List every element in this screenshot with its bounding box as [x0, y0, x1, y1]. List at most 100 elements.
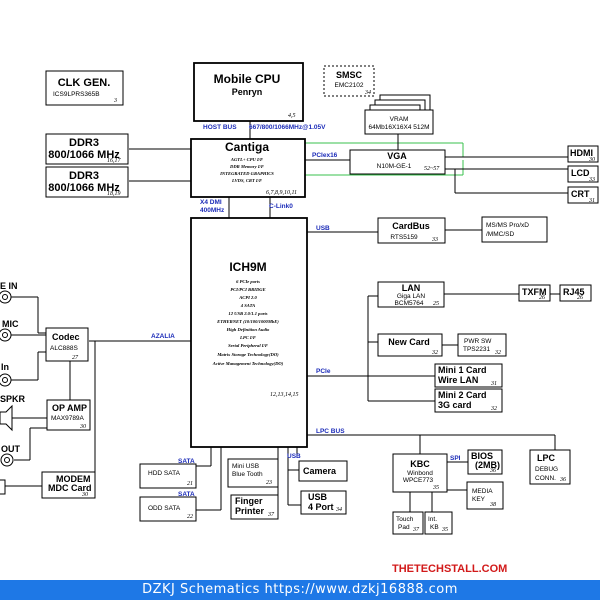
- vram-block: VRAM 64Mb16X16X4 512M: [364, 94, 434, 135]
- vga-page: 52~57: [424, 166, 440, 172]
- mini-card-2: Mini 2 Card 3G card 32: [434, 388, 503, 413]
- lpc-debug-connector: LPC DEBUG CONN. 36: [529, 449, 571, 485]
- finger-line1: Finger: [235, 496, 263, 506]
- hdd-name: HDD SATA: [148, 470, 181, 477]
- codec-name: Codec: [52, 332, 80, 342]
- usb4-page: 34: [335, 506, 342, 513]
- lpcdebug-line2: DEBUG: [535, 466, 558, 473]
- usb4-line1: USB: [308, 492, 328, 502]
- sata-label-1: SATA: [178, 458, 195, 465]
- odd-page: 22: [187, 514, 193, 520]
- cantiga-feature: LVDS, CRT I/F: [231, 178, 262, 183]
- ddr2-speed: 800/1066 MHz: [48, 182, 120, 194]
- pwr-switch: PWR SW TPS2231 32: [457, 333, 507, 357]
- vram-name: VRAM: [390, 116, 409, 123]
- lcd-name: LCD: [571, 168, 590, 178]
- cantiga-feature: AGTL+ CPU I/F: [230, 157, 263, 162]
- jack-line-in-label: E IN: [0, 281, 18, 291]
- cpu-sub: Penryn: [232, 87, 263, 97]
- ddr3-slot-2: DDR3 800/1066 MHz 18,19: [45, 166, 129, 198]
- jack-inner-icon: [2, 294, 8, 300]
- ich-page: 12,13,14,15: [270, 391, 299, 398]
- ddr2-page: 18,19: [107, 191, 121, 197]
- hdmi-port: HDMI 30: [567, 145, 599, 163]
- bios-line1: BIOS: [471, 451, 493, 461]
- opamp-part: MAX9789A: [51, 415, 85, 422]
- media-key: MEDIA KEY 38: [466, 481, 504, 510]
- cardbus-part: RTS5159: [390, 234, 418, 241]
- txfm-name: TXFM: [522, 287, 547, 297]
- mini1-page: 31: [490, 381, 497, 387]
- odd-sata: ODD SATA 22: [139, 496, 197, 522]
- vga-gpu: VGA N10M-GE-1 52~57: [349, 149, 446, 175]
- kbc-name: KBC: [410, 459, 430, 469]
- jack-out-label: OUT: [1, 444, 21, 454]
- host-bus-label: HOST BUS: [203, 124, 237, 131]
- pciex16-label: PCIex16: [312, 152, 338, 159]
- bluetooth-module: Mini USB Blue Tooth 23: [227, 458, 279, 488]
- ich-feature: PCI/PCI BRIDGE: [230, 287, 265, 292]
- modem-card: MODEM MDC Card 30: [41, 471, 96, 499]
- smsc-block: SMSC EMC2102 34: [323, 65, 375, 97]
- cardbus-name: CardBus: [392, 221, 430, 231]
- host-bus-speed: 667/800/1066MHz@1.05V: [249, 124, 326, 131]
- cardbus-controller: CardBus RTS5159 33: [377, 217, 446, 244]
- speaker-icon: [0, 404, 13, 432]
- cantiga-feature: INTEGRATED GRAPHICS: [219, 171, 274, 176]
- mini1-line1: Mini 1 Card: [438, 365, 487, 375]
- clink-label: C-Link0: [269, 203, 293, 210]
- smsc-page: 34: [364, 89, 371, 96]
- mini1-line2: Wire LAN: [438, 375, 478, 385]
- ich-feature: 12 USB 2.0/1.1 ports: [228, 311, 267, 316]
- lpc-bus-label: LPC BUS: [316, 428, 345, 435]
- bus-labels: HOST BUS 667/800/1066MHz@1.05V PCIex16 X…: [151, 124, 461, 498]
- ich-feature: High Definition Audio: [226, 327, 270, 332]
- hdd-page: 21: [187, 481, 193, 487]
- finger-line2: Printer: [235, 506, 265, 516]
- jack-in-label: In: [1, 362, 9, 372]
- touch-pad: Touch Pad 37: [392, 511, 424, 535]
- crt-page: 31: [588, 198, 595, 204]
- ich-feature: Serial Peripheral I/F: [228, 343, 268, 348]
- ich-feature: Matrix Storage Technology(DO): [216, 352, 279, 357]
- newcard-name: New Card: [388, 337, 430, 347]
- lan-name: LAN: [402, 283, 421, 293]
- ich-feature: 4 SATA: [240, 303, 255, 308]
- finger-page: 37: [267, 512, 275, 518]
- ddr3-slot-1: DDR3 800/1066 MHz 16,17: [45, 133, 129, 165]
- ich-feature: Active Management Technology(DO): [212, 361, 284, 366]
- card-reader-slot: MS/MS Pro/xD /MMC/SD: [481, 216, 548, 243]
- usb4-line2: 4 Port: [308, 502, 334, 512]
- jack-inner-icon: [2, 377, 8, 383]
- cpu-name: Mobile CPU: [214, 72, 281, 86]
- newcard-page: 32: [431, 350, 438, 356]
- jack-inner-icon: [2, 332, 8, 338]
- modem-line2: MDC Card: [48, 483, 92, 493]
- media-line2: KEY: [472, 496, 486, 503]
- finger-printer: Finger Printer 37: [230, 494, 279, 520]
- clk-part: ICS9LPRS365B: [53, 91, 100, 98]
- mini2-line1: Mini 2 Card: [438, 390, 487, 400]
- pwrsw-part: TPS2231: [463, 346, 490, 353]
- ich-feature: ETHERNET (10/100/1000MbE): [216, 319, 279, 324]
- txfm-block: TXFM 26: [518, 284, 551, 302]
- codec-part: ALC888S: [50, 345, 78, 352]
- pwrsw-name: PWR SW: [464, 338, 492, 345]
- bt-page: 23: [266, 480, 272, 486]
- footer-banner: DZKJ Schematics https://www.dzkj16888.co…: [0, 580, 600, 600]
- intkb-page: 35: [441, 527, 448, 533]
- codec-block: Codec ALC888S 27: [45, 327, 89, 362]
- usb-4-port: USB 4 Port 34: [300, 490, 347, 515]
- jack-inner-icon: [4, 457, 10, 463]
- hdd-sata: HDD SATA 21: [139, 463, 197, 489]
- wires: [5, 121, 568, 512]
- intkb-line1: Int.: [428, 516, 437, 523]
- ich9m-southbridge: ICH9M 6 PCIe ports PCI/PCI BRIDGE ACPI 2…: [190, 217, 308, 448]
- azalia-label: AZALIA: [151, 333, 175, 340]
- camera-name: Camera: [303, 466, 337, 476]
- bt-line2: Blue Tooth: [232, 471, 263, 478]
- kbc-sub: Winbond: [407, 470, 433, 477]
- media-page: 38: [489, 502, 496, 508]
- vga-part: N10M-GE-1: [377, 163, 412, 170]
